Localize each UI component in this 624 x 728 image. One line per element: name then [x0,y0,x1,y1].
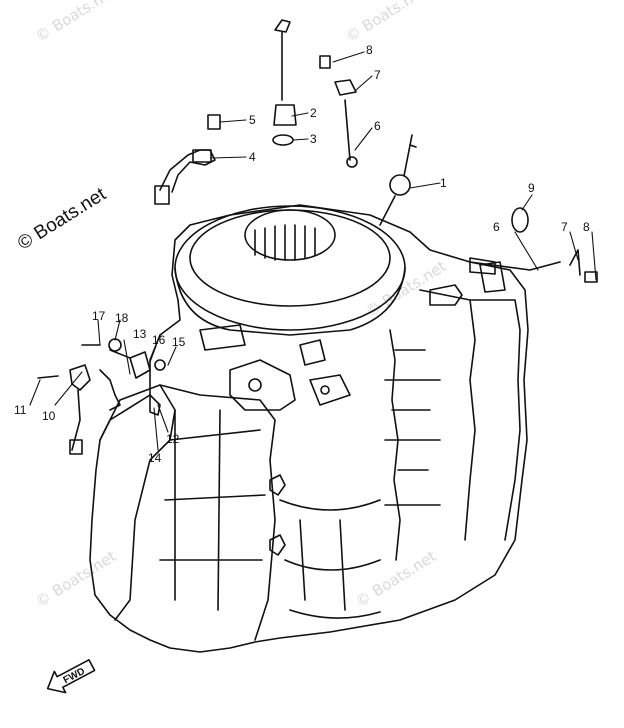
callout-15: 15 [172,335,186,349]
callout-8-right: 8 [583,220,590,234]
callout-11: 11 [14,403,27,417]
callout-6-top: 6 [374,119,381,133]
regulator-assembly [229,359,296,411]
flywheel-cover [174,205,406,331]
callout-10: 10 [42,409,56,423]
callout-13: 13 [133,327,147,341]
cylinder-head-right [419,289,521,541]
callout-9: 9 [528,181,535,195]
part-9-grommet [511,207,529,233]
part-4-harness [159,149,216,193]
engine-block-outline [89,204,529,653]
part-10-coil [69,364,91,451]
flywheel-cover-inner [189,209,391,307]
fwd-label: FWD [62,666,87,686]
callout-7-top: 7 [374,68,381,82]
part-8-screw-top [319,55,331,69]
part-3-washer [272,134,294,146]
callout-6-right: 6 [493,220,500,234]
callout-14: 14 [148,451,162,465]
callout-1: 1 [440,176,447,190]
part-2-switch [274,19,291,101]
part-6-wire-top [344,99,351,161]
part-7-clip-right [569,249,581,276]
part-1-sensor [389,174,411,196]
flywheel-hub [244,209,336,261]
callout-2: 2 [310,106,317,120]
part-18-washer [108,338,122,352]
callout-5: 5 [249,113,256,127]
part-11-bolt [37,375,59,379]
leader-lines [29,51,597,451]
callout-12: 12 [166,432,180,446]
part-6-wire-right [469,261,561,271]
callout-3: 3 [310,132,317,146]
part-8-screw-right [584,271,598,283]
callout-4: 4 [249,150,256,164]
callout-8-top: 8 [366,43,373,57]
part-5-bolt [207,114,221,130]
part-7-clip-top [334,79,357,96]
callout-18: 18 [115,311,129,325]
callout-16: 16 [152,333,166,347]
part-15-nut [154,359,166,371]
fwd-arrow-icon: FWD [46,659,96,694]
callout-17: 17 [92,309,106,323]
callout-7-right: 7 [561,220,568,234]
part-14-connector [149,394,161,416]
part-16-spacer [129,351,151,379]
part-13-bracket [99,369,121,411]
